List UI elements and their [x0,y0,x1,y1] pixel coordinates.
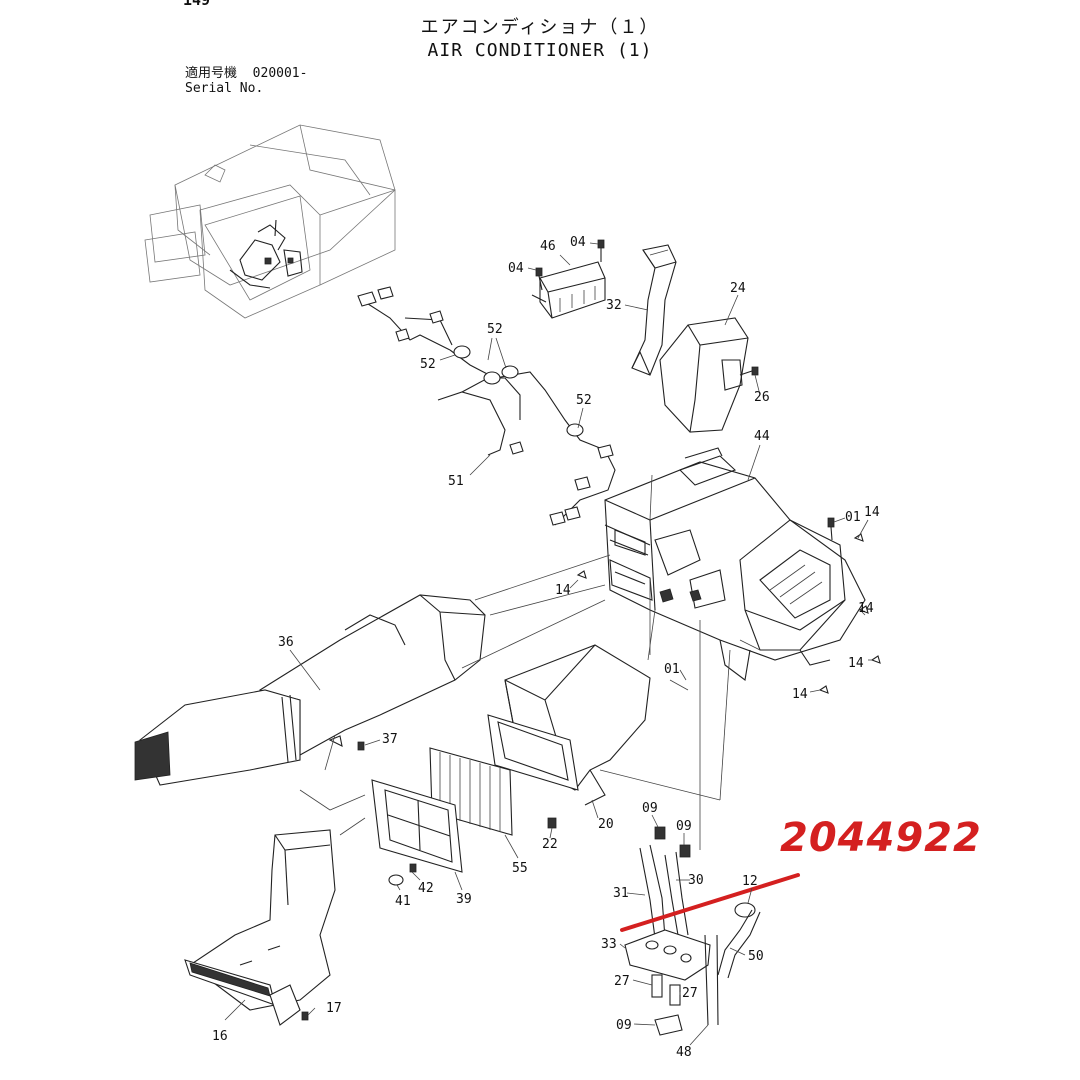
callout-17: 17 [326,1001,342,1016]
part-44-hvac-unit [576,447,881,694]
callout-36: 36 [278,635,294,650]
part-39-filter-frame [371,779,463,886]
red-stroke [620,873,800,932]
serial-value: 020001- [252,66,308,81]
assembly-lines [299,474,761,850]
part-number-stamp: 2044922 [780,815,982,861]
callout-20: 20 [598,817,614,832]
title-english: AIR CONDITIONER (1) [427,40,653,61]
callout-09: 09 [616,1018,632,1033]
part-32-duct [631,244,677,376]
serial-label-en: Serial No. [185,81,264,96]
callout-leaders [224,242,872,1046]
callout-31: 31 [613,886,629,901]
callout-09: 09 [642,801,658,816]
callout-04: 04 [570,235,586,250]
page-number: 149 [183,0,211,9]
callout-51: 51 [448,474,464,489]
callout-14: 14 [555,583,571,598]
callout-39: 39 [456,892,472,907]
callout-labels: 46 04 04 32 24 26 52 52 52 51 44 01 14 1… [212,235,880,1060]
callout-24: 24 [730,281,746,296]
callout-22: 22 [542,837,558,852]
serial-block: 適用号機 020001- Serial No. [185,66,307,96]
callout-14: 14 [848,656,864,671]
callout-26: 26 [754,390,770,405]
callout-27: 27 [682,986,698,1001]
part-46-panel [531,239,606,319]
callout-52: 52 [420,357,436,372]
callout-50: 50 [748,949,764,964]
part-30-31-hoses [639,826,691,939]
callout-37: 37 [382,732,398,747]
excavator-cab-thumbnail [144,124,396,319]
callout-33: 33 [601,937,617,952]
callout-12: 12 [742,874,758,889]
callout-14: 14 [792,687,808,702]
part-33-plate [624,929,711,981]
callout-27: 27 [614,974,630,989]
callout-04: 04 [508,261,524,276]
callout-52: 52 [487,322,503,337]
callout-01: 01 [664,662,680,677]
callout-14: 14 [864,505,880,520]
callout-30: 30 [688,873,704,888]
callout-14: 14 [858,601,874,616]
callout-16: 16 [212,1029,228,1044]
callout-41: 41 [395,894,411,909]
callout-01: 01 [845,510,861,525]
callout-55: 55 [512,861,528,876]
callout-46: 46 [540,239,556,254]
callout-32: 32 [606,298,622,313]
part-36-duct [134,594,486,786]
part-20-filter-case [487,644,651,829]
callout-42: 42 [418,881,434,896]
callout-09: 09 [676,819,692,834]
callout-48: 48 [676,1045,692,1060]
part-27-fittings [651,974,683,1036]
part-12-50-48-pipes [704,902,761,1026]
callout-44: 44 [754,429,770,444]
title-japanese: エアコンディショナ（１） [420,17,660,38]
part-16-duct [184,829,336,1026]
part-51-harness [357,286,616,526]
part-24-duct [659,317,759,433]
serial-label-jp: 適用号機 [185,66,238,81]
callout-52: 52 [576,393,592,408]
